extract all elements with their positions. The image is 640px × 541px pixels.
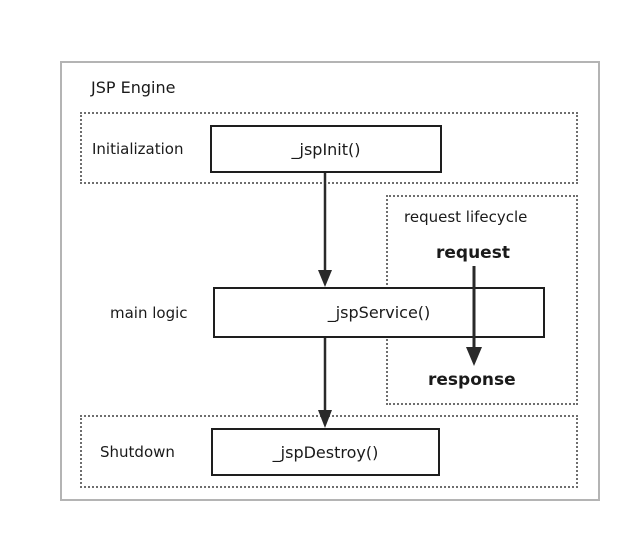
jsp-service-box: _jspService(): [213, 287, 545, 338]
jsp-engine-frame: [60, 61, 600, 501]
request-label: request: [436, 243, 510, 263]
jsp-engine-title: JSP Engine: [91, 78, 176, 97]
shutdown-label: Shutdown: [100, 443, 175, 461]
initialization-label: Initialization: [92, 140, 184, 158]
initialization-region: [80, 112, 578, 184]
main-logic-label: main logic: [110, 304, 188, 322]
jsp-init-box: _jspInit(): [210, 125, 442, 173]
request-lifecycle-label: request lifecycle: [404, 208, 528, 226]
jsp-destroy-box: _jspDestroy(): [211, 428, 440, 476]
response-label: response: [428, 370, 516, 390]
